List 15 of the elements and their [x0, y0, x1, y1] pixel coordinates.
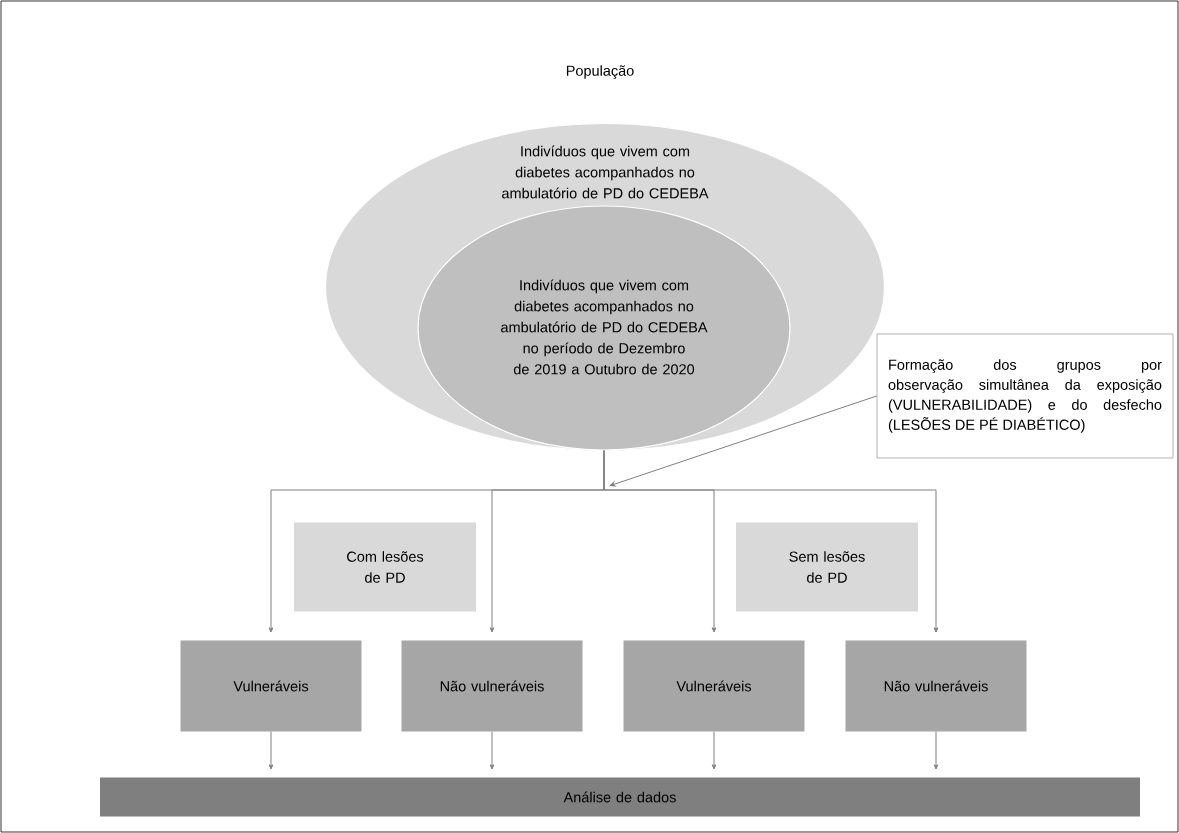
title-text: População — [566, 65, 634, 79]
leader-arrow — [609, 395, 878, 487]
group-box: Vulneráveis — [180, 640, 362, 732]
analysis-bar: Análise de dados — [100, 777, 1140, 817]
group-box: Não vulneráveis — [401, 640, 583, 732]
arrow — [603, 450, 939, 633]
group-box: Não vulneráveis — [845, 640, 1027, 732]
arrow — [268, 731, 274, 770]
category-box: Com lesões de PD — [294, 522, 476, 612]
group-box: Vulneráveis — [623, 640, 805, 732]
category-box: Sem lesões de PD — [736, 522, 918, 612]
arrow — [933, 731, 939, 770]
arrow — [711, 731, 717, 770]
arrow — [489, 731, 495, 770]
note-box: Formação dos grupos por observação simultânea da exposição (VULNERABILIDADE) e do desfecho (LESÕES DE PÉ DIABÉTICO) — [876, 333, 1174, 459]
